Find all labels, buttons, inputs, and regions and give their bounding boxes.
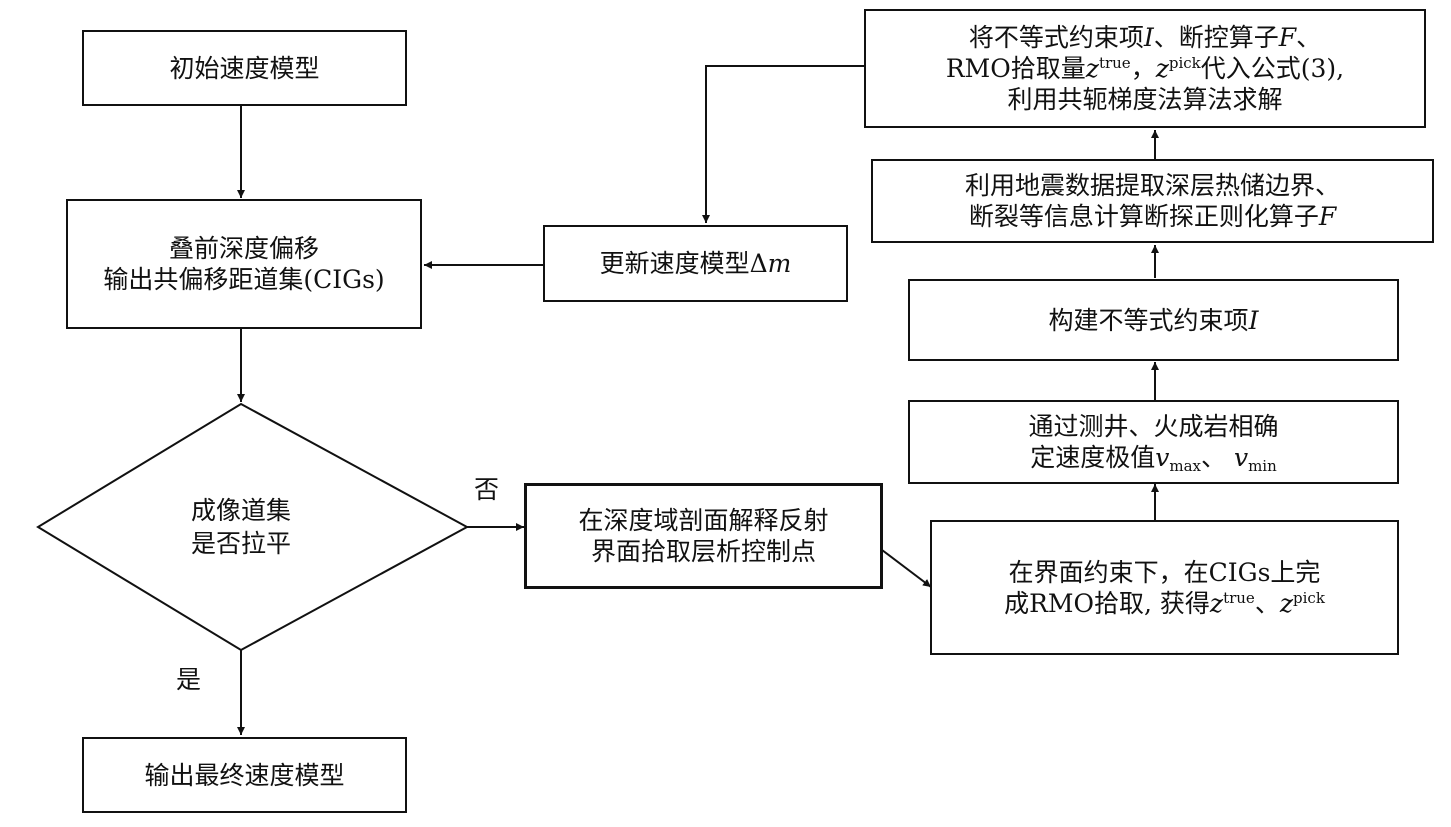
velocity-label-line2: 定速度极值vmax、 vmin (1030, 442, 1277, 475)
fault-line2-text: 断裂等信息计算断探正则化算子 (968, 202, 1319, 231)
solve-l2-b: ， (1130, 54, 1156, 83)
build-constraint-text: 构建不等式约束项 (1048, 305, 1249, 335)
solve-box: 将不等式约束项I、断控算子F、 RMO拾取量ztrue，zpick代入公式(3)… (864, 9, 1426, 128)
velocity-sep: 、 (1201, 443, 1234, 472)
initial-velocity-model-label: 初始速度模型 (169, 53, 320, 83)
velocity-v-min-var: v (1233, 443, 1249, 472)
solve-label-line2: RMO拾取量ztrue，zpick代入公式(3), (946, 53, 1344, 84)
interpret-label-line2: 界面拾取层析控制点 (590, 537, 816, 566)
solve-l2-a: RMO拾取量 (945, 54, 1086, 83)
arrow-solve-to-update (702, 65, 864, 223)
build-constraint-label: 构建不等式约束项I (1049, 305, 1259, 336)
rmo-pick-box: 在界面约束下，在CIGs上完 成RMO拾取, 获得ztrue、zpick (930, 520, 1399, 655)
solve-label-line3: 利用共轭梯度法算法求解 (1007, 85, 1283, 114)
solve-var-i: I (1143, 23, 1154, 52)
fault-var-f: F (1318, 202, 1337, 231)
rmo-sep: 、 (1254, 588, 1280, 618)
solve-l1-c: 、 (1296, 23, 1322, 52)
velocity-v-max-var: v (1155, 443, 1170, 472)
solve-pick-sup: pick (1168, 54, 1201, 72)
psdm-label-line1: 叠前深度偏移 (168, 234, 319, 263)
rmo-z-pick-var: z (1279, 588, 1294, 618)
psdm-label-line2: 输出共偏移距道集(CIGs) (103, 265, 385, 294)
interpret-label-line1: 在深度域剖面解释反射 (578, 506, 829, 535)
rmo-pick-sup: pick (1293, 588, 1325, 607)
solve-var-f: F (1278, 23, 1297, 52)
fault-label-line1: 利用地震数据提取深层热储边界、 (964, 171, 1340, 200)
velocity-extreme-box: 通过测井、火成岩相确 定速度极值vmax、 vmin (908, 400, 1399, 484)
decision-label-line2: 是否拉平 (190, 529, 291, 558)
solve-l1-b: 、断控算子 (1153, 23, 1279, 52)
solve-true-sup: true (1098, 54, 1131, 72)
solve-l1-a: 将不等式约束项 (968, 23, 1144, 52)
solve-var-z-pick: z (1155, 54, 1169, 83)
psdm-box: 叠前深度偏移 输出共偏移距道集(CIGs) (66, 199, 422, 329)
build-constraint-var-i: I (1248, 305, 1259, 335)
velocity-min-sub: min (1248, 457, 1277, 475)
fault-operator-box: 利用地震数据提取深层热储边界、 断裂等信息计算断探正则化算子F (871, 159, 1434, 243)
velocity-line2-prefix: 定速度极值 (1030, 443, 1156, 472)
velocity-max-sub: max (1169, 457, 1201, 475)
update-velocity-model-box: 更新速度模型Δm (543, 225, 848, 302)
arrow-interpret-to-rmo (881, 549, 932, 588)
edge-label-yes: 是 (176, 665, 202, 694)
rmo-line2-prefix: 成RMO拾取, 获得 (1004, 588, 1210, 618)
interpret-reflection-box: 在深度域剖面解释反射 界面拾取层析控制点 (524, 483, 883, 589)
final-velocity-model-label: 输出最终速度模型 (144, 760, 345, 790)
solve-l2-c: 代入公式(3), (1200, 54, 1345, 83)
rmo-true-sup: true (1223, 588, 1255, 607)
rmo-label-line2: 成RMO拾取, 获得ztrue、zpick (1004, 588, 1325, 619)
edge-label-no: 否 (474, 475, 500, 504)
rmo-z-true-var: z (1209, 588, 1224, 618)
solve-var-z-true: z (1085, 54, 1099, 83)
rmo-label-line1: 在界面约束下，在CIGs上完 (1008, 557, 1321, 587)
update-velocity-model-label: 更新速度模型Δm (600, 248, 792, 279)
decision-label-line1: 成像道集 (190, 496, 291, 525)
initial-velocity-model-box: 初始速度模型 (82, 30, 407, 106)
update-var-m: m (767, 249, 792, 278)
decision-label: 成像道集 是否拉平 (150, 494, 332, 560)
solve-label-line1: 将不等式约束项I、断控算子F、 (969, 22, 1321, 53)
build-constraint-box: 构建不等式约束项I (908, 279, 1399, 361)
fault-label-line2: 断裂等信息计算断探正则化算子F (969, 201, 1336, 232)
update-text: 更新速度模型Δ (599, 249, 768, 278)
final-velocity-model-box: 输出最终速度模型 (82, 737, 407, 813)
velocity-label-line1: 通过测井、火成岩相确 (1028, 412, 1279, 441)
